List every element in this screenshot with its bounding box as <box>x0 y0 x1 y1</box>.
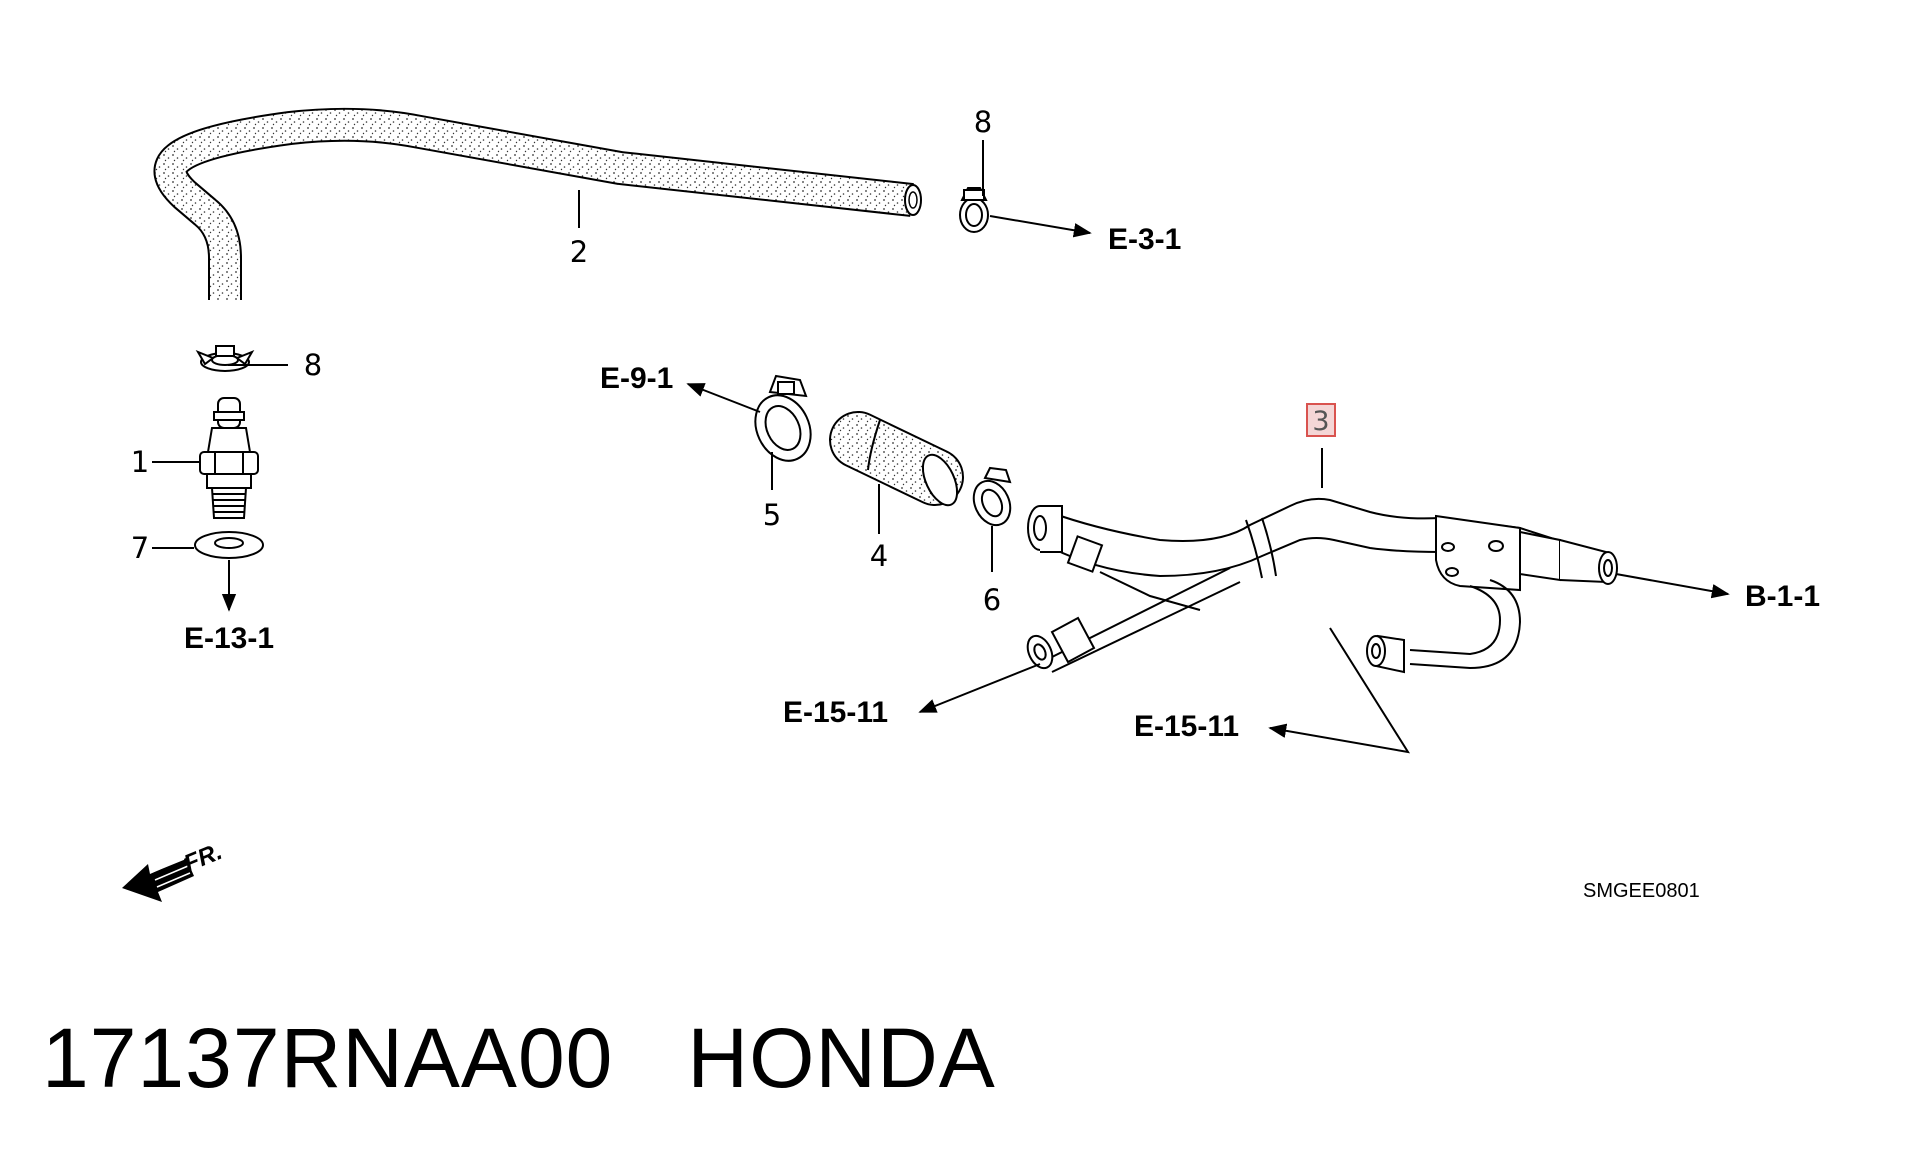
callout-numbers: 2 8 8 1 7 5 4 6 3 <box>131 105 1330 617</box>
callout-3: 3 <box>1312 406 1329 437</box>
ref-b-1-1: B-1-1 <box>1745 580 1820 613</box>
hose-part-2 <box>153 107 922 300</box>
pcv-valve-part-1 <box>199 397 259 519</box>
front-label: FR. <box>180 838 226 878</box>
callout-8-lower: 8 <box>304 348 322 382</box>
tube-assembly-part-3 <box>1026 497 1618 674</box>
callout-6: 6 <box>983 583 1001 617</box>
footer-title: 17137RNAA00 HONDA <box>42 1010 996 1107</box>
hose-part-4 <box>829 411 964 507</box>
washer-part-7 <box>194 531 264 559</box>
ref-e-13-1: E-13-1 <box>184 622 274 655</box>
callout-7: 7 <box>131 531 149 565</box>
callout-4: 4 <box>870 539 888 573</box>
callout-1: 1 <box>131 445 149 479</box>
brand-name: HONDA <box>687 1011 996 1105</box>
clamp-part-5 <box>754 374 812 462</box>
reference-arrows <box>221 215 1730 754</box>
callout-8-upper: 8 <box>974 105 992 139</box>
ref-e-15-11-left: E-15-11 <box>783 696 888 729</box>
clamp-part-6 <box>972 466 1012 527</box>
ref-e-9-1: E-9-1 <box>600 362 673 395</box>
part-number: 17137RNAA00 <box>42 1011 614 1105</box>
reference-labels: E-3-1 E-9-1 E-13-1 B-1-1 E-15-11 E-15-11 <box>184 223 1820 743</box>
clip-part-8-lower <box>195 345 255 372</box>
diagram-code: SMGEE0801 <box>1583 880 1700 902</box>
callout-5: 5 <box>763 498 781 532</box>
callout-3-highlight <box>1306 403 1336 437</box>
callout-2: 2 <box>570 235 588 269</box>
leader-lines <box>152 140 1323 572</box>
front-direction-arrow: FR. <box>122 838 226 902</box>
ref-e-3-1: E-3-1 <box>1108 223 1181 256</box>
ref-e-15-11-right: E-15-11 <box>1134 710 1239 743</box>
